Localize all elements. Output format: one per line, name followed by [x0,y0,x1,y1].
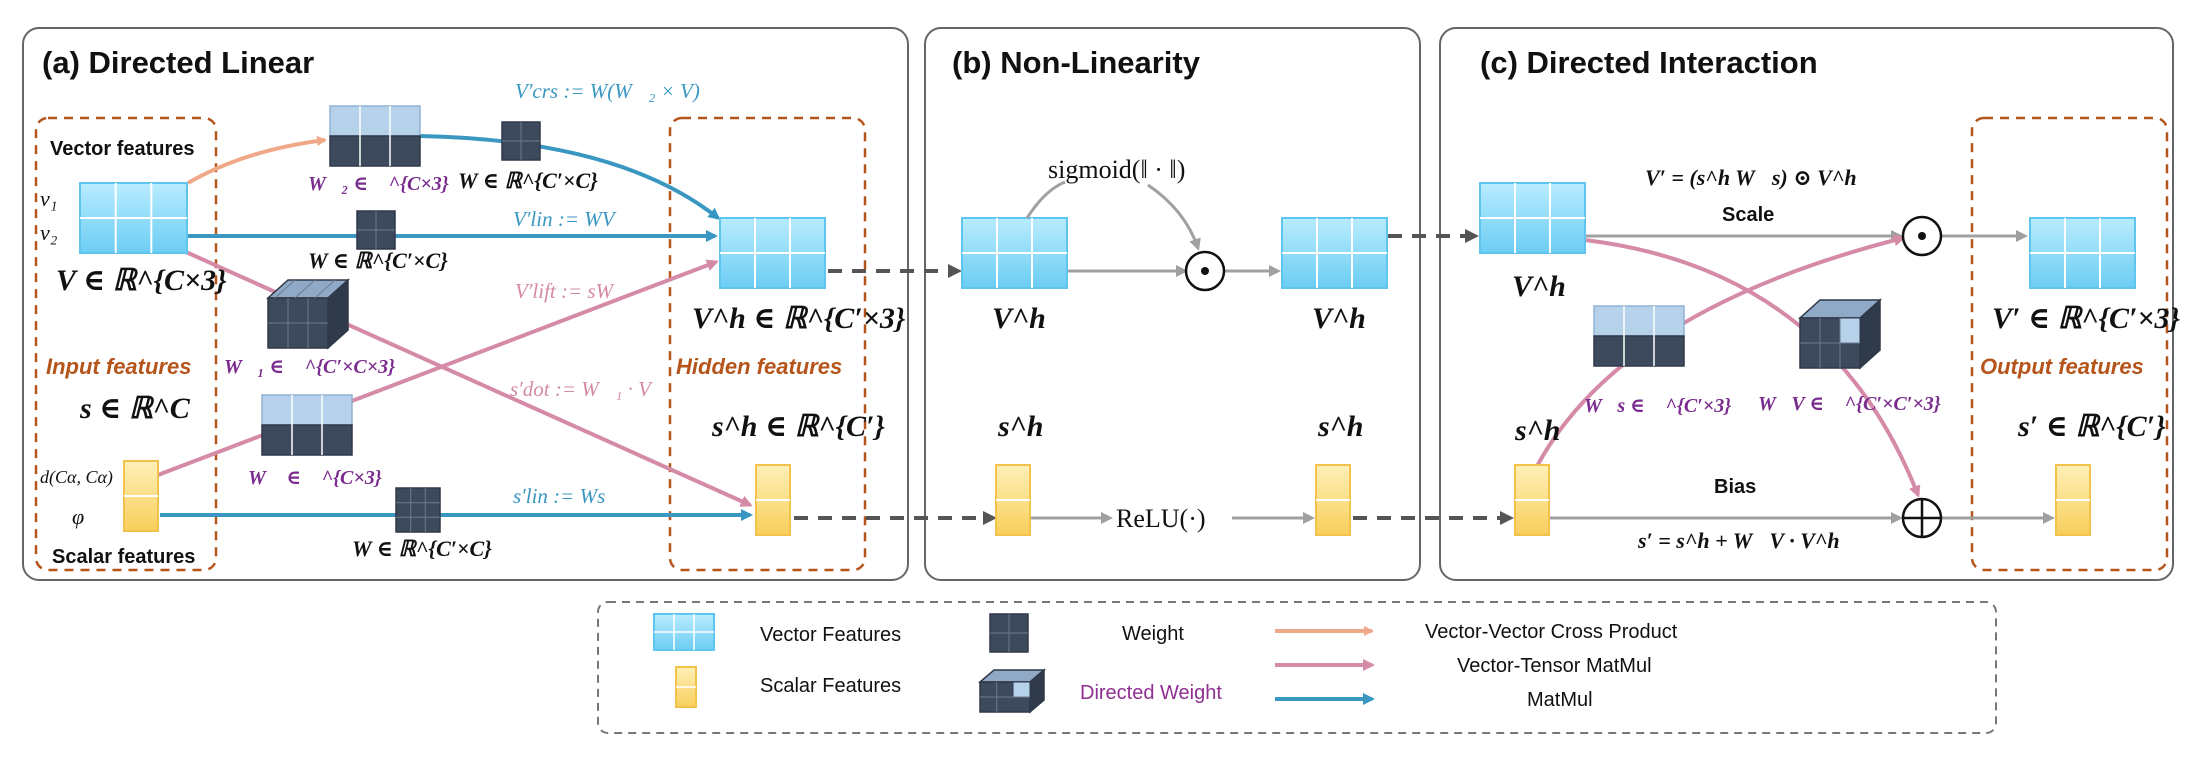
panel-c-title: (c) Directed Interaction [1480,45,1818,80]
c-hadamard-op [1901,215,1943,257]
w-weight-top [501,121,541,161]
label-W-bottom: W ∈ ℝ^{C′×C} [352,536,492,561]
legend-scalar-features: Scalar Features [760,675,901,697]
c-scalar-out-block [2055,464,2091,536]
panel-directed-interaction [1439,27,2174,581]
label-s-dot: s′dot := W⃗₁ · V [510,377,653,401]
c-s-prime-eq: s′ = s^h + W⃗V · V^h [1637,528,1840,553]
b-vector-left-block [961,217,1068,289]
label-sh-def: s^h ∈ ℝ^{C′} [711,410,885,443]
c-add-op [1901,497,1943,539]
label-W-vec: W⃗ ∈ ℝ^{C×3} [248,467,382,489]
legend-directed-weight: Directed Weight [1080,682,1222,704]
b-Vh-right: V^h [1312,302,1366,335]
arrow-crs-to-hidden [419,134,721,220]
legend-box [597,601,1997,734]
c-vector-out-block [2029,217,2136,289]
label-hidden-features: Hidden features [676,354,842,379]
hidden-vector-block [719,217,826,289]
label-s-def: s ∈ ℝ^C [79,392,191,425]
b-sigmoid-branch-in [1025,180,1066,219]
label-scalar-features: Scalar features [52,546,195,568]
w2-directed-weight [329,105,421,167]
panel-b-title: (b) Non-Linearity [952,45,1201,80]
c-V-out-def: V′ ∈ ℝ^{C′×3} [1992,302,2180,335]
legend-directed-weight-swatch [977,668,1047,714]
c-scale-label: Scale [1722,204,1774,226]
b-sh-left: s^h [997,410,1043,443]
legend-tensor-matmul: Vector-Tensor MatMul [1457,655,1652,677]
c-wv-directed-tensor [1798,298,1882,370]
input-features-box [34,116,218,572]
c-sh-label: s^h [1514,414,1560,447]
legend-vector-swatch [653,613,715,651]
label-v2: v₂ [40,220,58,245]
arrow-cross-product [186,136,327,185]
b-scalar-left-block [995,464,1031,536]
label-V-crs: V′crs := W(W⃗₂ × V) [515,79,700,103]
c-s-out-def: s′ ∈ ℝ^{C′} [2017,410,2166,443]
legend-scalar-swatch [675,666,697,708]
b-sh-right: s^h [1317,410,1363,443]
label-W2: W⃗₂ ∈ ℝ^{C×3} [308,173,449,195]
w-weight-mid [356,210,396,250]
b-hadamard-op [1184,250,1226,292]
hidden-features-box [668,116,867,572]
label-v1: v₁ [40,186,57,211]
w-vec-directed-weight [261,394,353,456]
label-V-def: V ∈ ℝ^{C×3} [56,264,227,297]
label-vector-features: Vector features [50,138,195,160]
c-ws-directed-weight [1593,305,1685,367]
label-input-features: Input features [46,354,191,379]
label-V-lift: V′lift := sW⃗ [515,279,629,303]
hidden-scalar-block [755,464,791,536]
legend-weight-swatch [989,613,1029,653]
arrow-lift-to-hidden [157,259,719,477]
b-sigmoid-label: sigmoid(‖ · ‖) [1048,155,1185,184]
b-Vh-left: V^h [992,302,1046,335]
c-vector-in-block [1479,182,1586,254]
label-Vh-def: V^h ∈ ℝ^{C′×3} [692,302,906,335]
label-W1: W⃗₁ ∈ ℝ^{C′×C×3} [224,356,395,378]
legend-matmul: MatMul [1527,689,1593,711]
b-relu-label: ReLU(·) [1116,504,1206,533]
legend-cross-product: Vector-Vector Cross Product [1425,621,1678,643]
b-sigmoid-branch-out [1147,183,1201,251]
legend-weight: Weight [1122,623,1184,645]
w1-directed-tensor [266,278,350,350]
label-V-lin: V′lin := WV [513,207,617,231]
label-s-lin: s′lin := Ws [513,484,605,508]
input-scalar-block [123,460,159,532]
panel-non-linearity [924,27,1421,581]
w-weight-bottom [395,487,441,533]
c-bias-label: Bias [1714,476,1756,498]
legend-vector-features: Vector Features [760,624,901,646]
c-output-features: Output features [1980,354,2144,379]
output-features-box [1970,116,2169,572]
c-WV-label: W⃗V ∈ ℝ^{C′×C′×3} [1758,393,1941,415]
c-pink-vector-to-bias [1584,238,1921,498]
c-scalar-in-block [1514,464,1550,536]
label-W-mid: W ∈ ℝ^{C′×C} [308,248,448,273]
b-vector-right-block [1281,217,1388,289]
label-W-top: W ∈ ℝ^{C′×C} [458,168,598,193]
label-d-calpha: d(Cα, Cα) [40,467,113,488]
b-scalar-right-block [1315,464,1351,536]
input-vector-block [79,182,188,254]
c-V-prime-eq: V′ = (s^h W⃗s) ⊙ V^h [1645,165,1857,190]
label-phi: φ [72,504,84,529]
c-Ws-label: W⃗s ∈ ℝ^{C′×3} [1584,395,1731,417]
c-Vh-label: V^h [1512,270,1566,303]
panel-a-title: (a) Directed Linear [42,45,314,80]
